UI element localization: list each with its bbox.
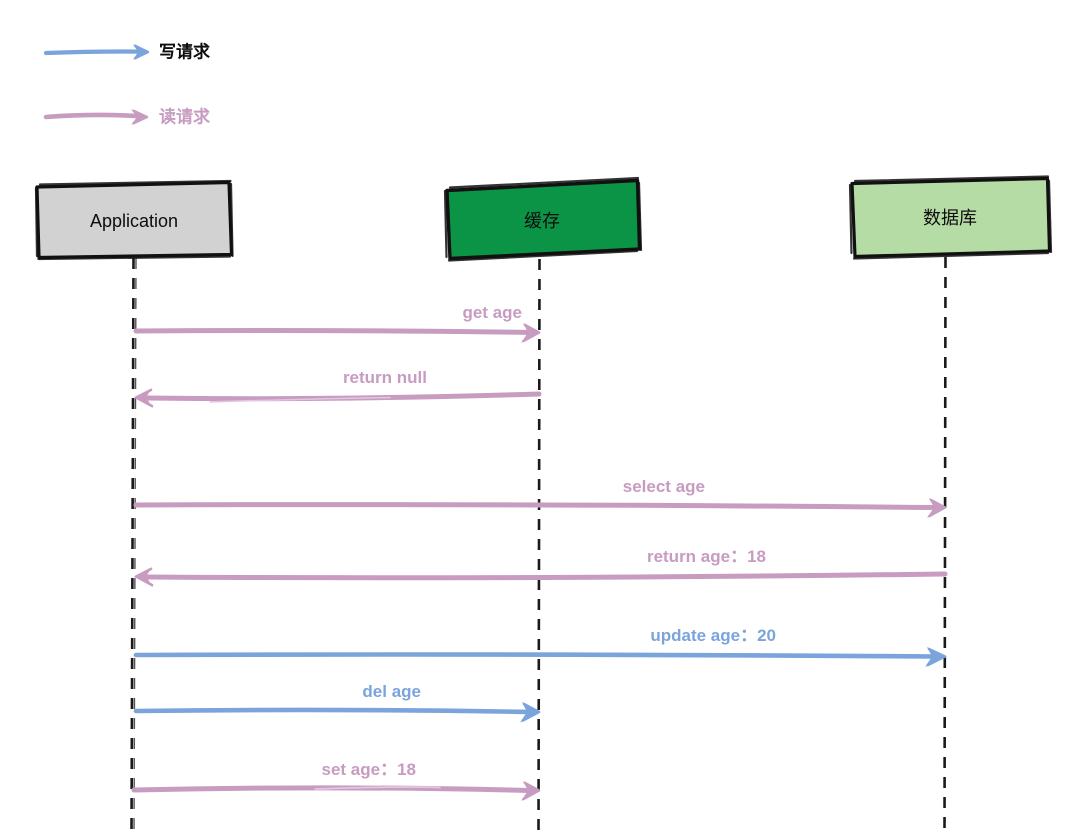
message-get-age-arrowhead <box>521 323 540 343</box>
message-set-age-arrowhead <box>521 781 540 801</box>
message-del-age[interactable]: del age <box>133 682 541 723</box>
message-set-age[interactable]: set age：18 <box>131 760 541 801</box>
message-get-age[interactable]: get age <box>133 303 541 343</box>
write-request-arrow-icon <box>43 44 150 60</box>
message-del-age-arrowhead <box>520 702 540 723</box>
cache-box-border <box>445 178 642 261</box>
message-get-age-label: get age <box>462 303 522 322</box>
message-update-age-arrowhead-stroke <box>926 647 947 667</box>
message-select-age-line <box>133 502 939 510</box>
message-return-null-line-hl <box>209 396 391 403</box>
participant-database[interactable]: 数据库 <box>848 175 1053 260</box>
participant-application[interactable]: Application <box>34 179 234 261</box>
message-update-age-arrowhead <box>925 647 946 667</box>
message-select-age-arrowhead <box>927 498 946 518</box>
message-return-null-arrowhead-stroke <box>134 388 154 408</box>
message-set-age-line-hl <box>314 786 441 790</box>
legend: 写请求 读请求 <box>43 41 210 126</box>
legend-label-read: 读请求 <box>159 106 210 126</box>
message-return-null-label: return null <box>343 368 427 387</box>
message-set-age-label: set age：18 <box>322 760 417 779</box>
message-return-age[interactable]: return age：18 <box>134 547 948 587</box>
application-label: Application <box>90 211 178 231</box>
legend-item-write: 写请求 <box>43 41 210 61</box>
application-box-border-sketch <box>34 179 234 261</box>
participant-cache[interactable]: 缓存 <box>443 176 643 262</box>
lifelines <box>130 256 947 836</box>
cache-label: 缓存 <box>524 211 560 231</box>
cache-box-fill <box>448 181 639 258</box>
message-set-age-arrowhead-stroke <box>522 781 541 801</box>
database-box-border-sketch <box>848 175 1053 260</box>
cache-box-border-sketch <box>443 176 643 262</box>
application-box-fill <box>38 183 231 257</box>
database-box-border <box>850 176 1052 259</box>
message-del-age-arrowhead-stroke <box>521 702 541 722</box>
message-update-age-label: update age：20 <box>650 626 776 645</box>
message-del-age-label: del age <box>362 682 421 701</box>
message-update-age[interactable]: update age：20 <box>133 626 947 667</box>
message-get-age-line <box>133 328 533 335</box>
message-return-age-line <box>143 571 948 581</box>
lifeline-application-shadow <box>133 257 137 836</box>
message-update-age-line <box>133 652 937 659</box>
message-select-age-arrowhead-stroke <box>928 498 947 518</box>
legend-item-read: 读请求 <box>43 106 210 126</box>
message-return-null[interactable]: return null <box>134 368 542 408</box>
message-get-age-arrowhead-stroke <box>522 323 541 343</box>
message-del-age-line <box>133 707 533 715</box>
legend-label-write: 写请求 <box>159 41 210 61</box>
database-label: 数据库 <box>923 208 977 228</box>
database-box-fill <box>853 179 1049 256</box>
message-return-age-label: return age：18 <box>647 547 766 566</box>
lifeline-application <box>130 257 135 836</box>
message-select-age-label: select age <box>623 477 705 496</box>
read-request-arrow-icon <box>43 109 149 125</box>
lifeline-database <box>943 256 947 836</box>
lifeline-cache <box>537 258 541 836</box>
message-return-age-arrowhead-stroke <box>134 567 154 587</box>
message-select-age[interactable]: select age <box>133 477 947 518</box>
